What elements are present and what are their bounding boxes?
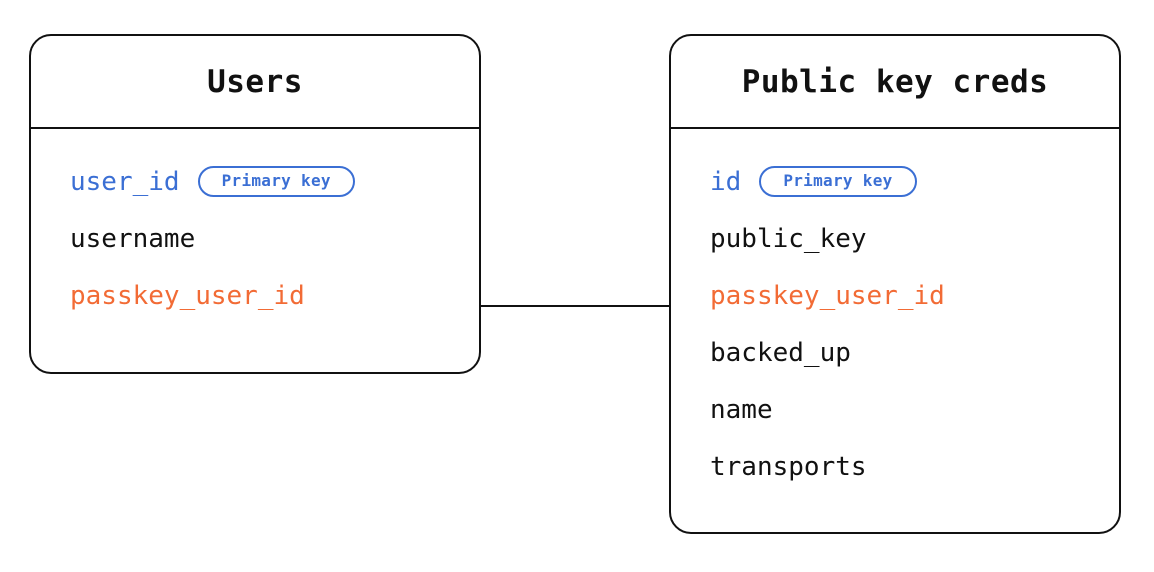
- entity-header-divider: [31, 127, 479, 129]
- field-name-public-key: public_key: [710, 223, 867, 254]
- field-name-id: id: [710, 166, 742, 197]
- relationship-connector-line: [481, 305, 669, 307]
- entity-card-users[interactable]: Users user_id Primary key username passk…: [29, 34, 481, 374]
- field-row-passkey-user-id[interactable]: passkey_user_id: [31, 267, 479, 324]
- entity-header-public-key-creds: Public key creds: [671, 36, 1119, 127]
- field-row-user-id[interactable]: user_id Primary key: [31, 153, 479, 210]
- entity-card-public-key-creds[interactable]: Public key creds id Primary key public_k…: [669, 34, 1121, 534]
- field-row-backed-up[interactable]: backed_up: [671, 324, 1119, 381]
- field-name-username: username: [70, 223, 196, 254]
- field-list-public-key-creds: id Primary key public_key passkey_user_i…: [671, 129, 1119, 495]
- entity-title-public-key-creds: Public key creds: [741, 63, 1049, 100]
- field-row-username[interactable]: username: [31, 210, 479, 267]
- field-row-public-key[interactable]: public_key: [671, 210, 1119, 267]
- field-name-user-id: user_id: [70, 166, 180, 197]
- field-list-users: user_id Primary key username passkey_use…: [31, 129, 479, 324]
- entity-title-users: Users: [207, 63, 303, 100]
- field-row-passkey-user-id[interactable]: passkey_user_id: [671, 267, 1119, 324]
- entity-header-divider: [671, 127, 1119, 129]
- field-name-name: name: [710, 394, 773, 425]
- primary-key-badge: Primary key: [197, 166, 355, 197]
- field-row-id[interactable]: id Primary key: [671, 153, 1119, 210]
- field-name-transports: transports: [710, 451, 867, 482]
- primary-key-badge: Primary key: [759, 166, 917, 197]
- field-name-backed-up: backed_up: [710, 337, 851, 368]
- entity-header-users: Users: [31, 36, 479, 127]
- field-name-passkey-user-id: passkey_user_id: [70, 280, 305, 311]
- field-name-passkey-user-id: passkey_user_id: [710, 280, 945, 311]
- field-row-name[interactable]: name: [671, 381, 1119, 438]
- field-row-transports[interactable]: transports: [671, 438, 1119, 495]
